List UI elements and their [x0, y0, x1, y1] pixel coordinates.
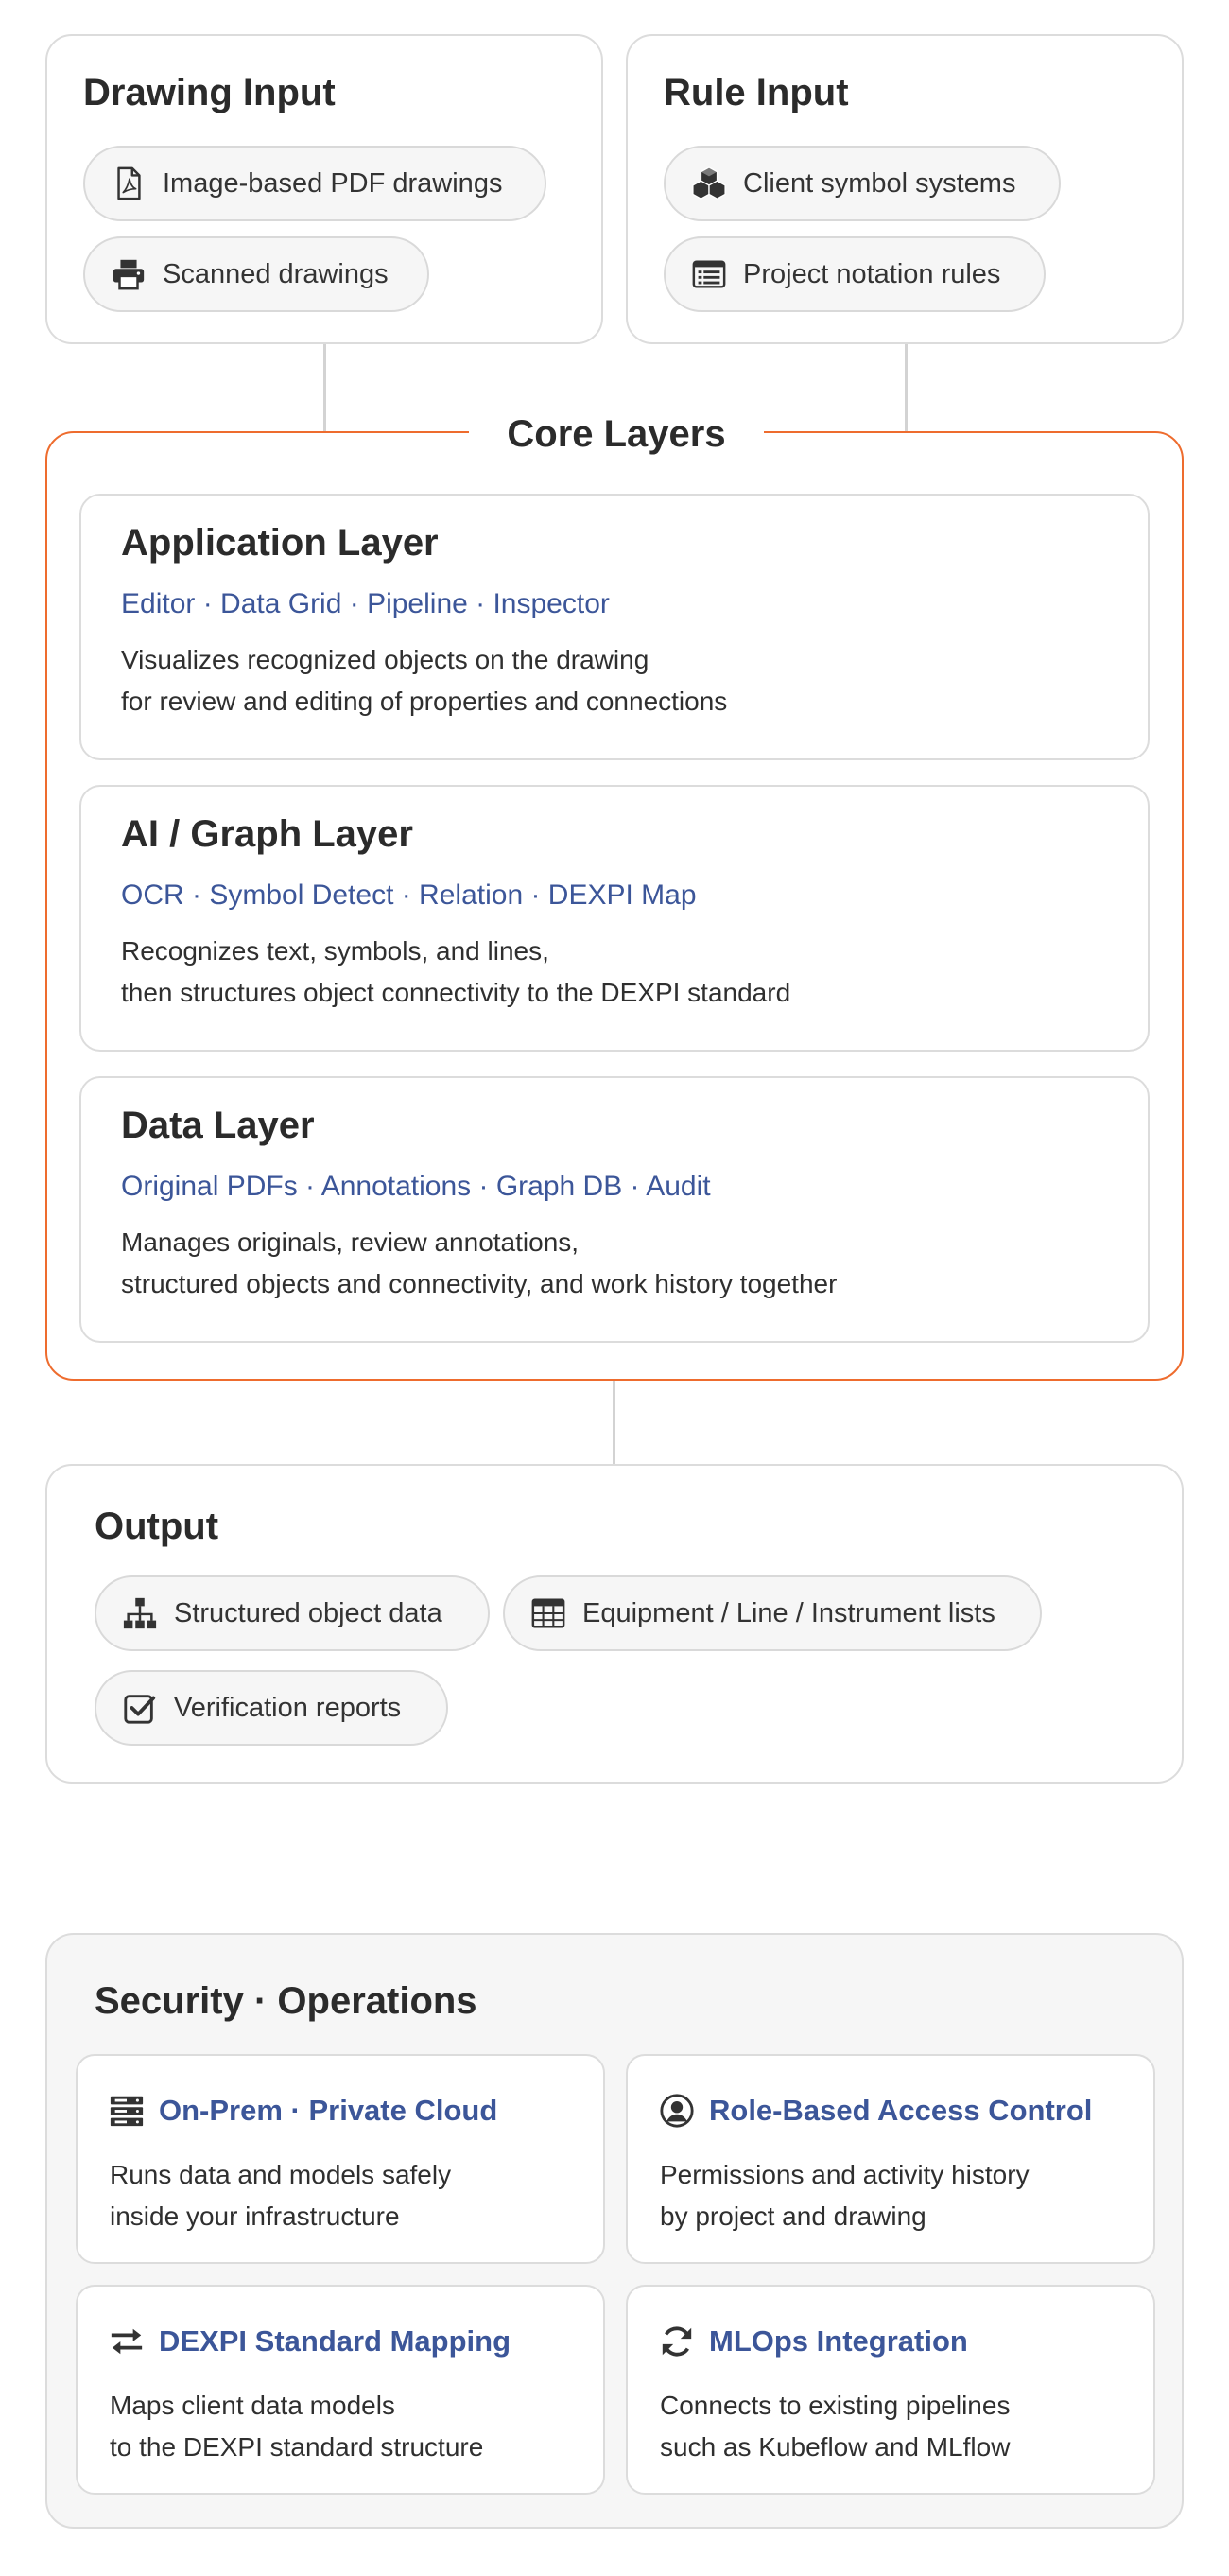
output-item-label: Equipment / Line / Instrument lists — [582, 1597, 995, 1628]
feature-header: DEXPI Standard Mapping — [108, 2323, 511, 2360]
data-layer-card: Data Layer Original PDFs · Annotations ·… — [79, 1076, 1150, 1343]
feature-description-line: Permissions and activity history — [660, 2160, 1030, 2189]
feature-description-line: Runs data and models safely — [110, 2160, 452, 2189]
output-item-verification-reports: Verification reports — [95, 1670, 448, 1746]
output-card: Output Structured object data Equipment … — [45, 1464, 1184, 1784]
output-item-lists: Equipment / Line / Instrument lists — [503, 1575, 1042, 1651]
feature-description: Connects to existing pipelines such as K… — [660, 2385, 1010, 2468]
ai-graph-layer-card: AI / Graph Layer OCR · Symbol Detect · R… — [79, 785, 1150, 1052]
drawing-input-title: Drawing Input — [83, 72, 336, 113]
layer-title: AI / Graph Layer — [121, 813, 413, 855]
sitemap-icon — [121, 1594, 159, 1632]
output-item-structured-data: Structured object data — [95, 1575, 490, 1651]
layer-description-line: then structures object connectivity to t… — [121, 978, 791, 1007]
core-layers-title: Core Layers — [469, 410, 764, 458]
layer-keywords: Editor · Data Grid · Pipeline · Inspecto… — [121, 588, 610, 619]
feature-header: MLOps Integration — [658, 2323, 968, 2360]
output-title: Output — [95, 1506, 219, 1547]
exchange-arrows-icon — [108, 2323, 146, 2360]
rule-item-symbol-systems: Client symbol systems — [664, 146, 1061, 221]
feature-description-line: Maps client data models — [110, 2391, 395, 2420]
printer-icon — [110, 255, 147, 293]
sync-icon — [658, 2323, 696, 2360]
feature-title: On-Prem · Private Cloud — [159, 2094, 498, 2127]
layer-title: Data Layer — [121, 1105, 315, 1146]
feature-description: Runs data and models safely inside your … — [110, 2154, 451, 2237]
layer-description-line: Manages originals, review annotations, — [121, 1227, 580, 1257]
cubes-icon — [690, 165, 728, 202]
layer-title: Application Layer — [121, 522, 439, 564]
rule-item-label: Project notation rules — [743, 258, 1001, 289]
input-item-pdf-drawings: Image-based PDF drawings — [83, 146, 546, 221]
pdf-file-icon — [110, 165, 147, 202]
layer-description-line: structured objects and connectivity, and… — [121, 1269, 838, 1298]
feature-mlops: MLOps Integration Connects to existing p… — [626, 2285, 1155, 2495]
input-item-scanned-drawings: Scanned drawings — [83, 236, 429, 312]
security-operations-panel: Security · Operations On-Prem · Private … — [45, 1933, 1184, 2529]
output-item-label: Structured object data — [174, 1597, 442, 1628]
layer-description-line: Visualizes recognized objects on the dra… — [121, 645, 649, 674]
feature-header: On-Prem · Private Cloud — [108, 2092, 497, 2130]
feature-description-line: by project and drawing — [660, 2202, 926, 2231]
feature-description-line: to the DEXPI standard structure — [110, 2432, 484, 2462]
layer-description: Visualizes recognized objects on the dra… — [121, 639, 727, 722]
output-item-label: Verification reports — [174, 1692, 402, 1723]
connector-core-to-output — [613, 1381, 615, 1464]
input-item-label: Scanned drawings — [163, 258, 389, 289]
layer-keywords: OCR · Symbol Detect · Relation · DEXPI M… — [121, 879, 697, 911]
user-circle-icon — [658, 2092, 696, 2130]
feature-title: Role-Based Access Control — [709, 2094, 1093, 2127]
security-title: Security · Operations — [95, 1980, 477, 2022]
rule-input-title: Rule Input — [664, 72, 849, 113]
list-window-icon — [690, 255, 728, 293]
feature-description: Permissions and activity history by proj… — [660, 2154, 1030, 2237]
checkbox-icon — [121, 1689, 159, 1727]
feature-dexpi-mapping: DEXPI Standard Mapping Maps client data … — [76, 2285, 605, 2495]
table-icon — [529, 1594, 567, 1632]
layer-description: Recognizes text, symbols, and lines, the… — [121, 931, 790, 1014]
feature-description: Maps client data models to the DEXPI sta… — [110, 2385, 483, 2468]
layer-description-line: for review and editing of properties and… — [121, 687, 728, 716]
feature-on-prem: On-Prem · Private Cloud Runs data and mo… — [76, 2054, 605, 2264]
feature-description-line: Connects to existing pipelines — [660, 2391, 1011, 2420]
application-layer-card: Application Layer Editor · Data Grid · P… — [79, 494, 1150, 760]
connector-drawing-to-core — [323, 344, 326, 431]
feature-title: DEXPI Standard Mapping — [159, 2324, 511, 2358]
rule-item-label: Client symbol systems — [743, 167, 1016, 199]
input-item-label: Image-based PDF drawings — [163, 167, 503, 199]
rule-input-card: Rule Input Client symbol systems Project… — [626, 34, 1184, 344]
server-icon — [108, 2092, 146, 2130]
feature-rbac: Role-Based Access Control Permissions an… — [626, 2054, 1155, 2264]
drawing-input-card: Drawing Input Image-based PDF drawings S… — [45, 34, 603, 344]
feature-header: Role-Based Access Control — [658, 2092, 1092, 2130]
layer-keywords: Original PDFs · Annotations · Graph DB ·… — [121, 1171, 711, 1202]
feature-title: MLOps Integration — [709, 2324, 968, 2358]
layer-description-line: Recognizes text, symbols, and lines, — [121, 936, 549, 966]
rule-item-notation-rules: Project notation rules — [664, 236, 1046, 312]
connector-rule-to-core — [905, 344, 908, 431]
feature-description-line: inside your infrastructure — [110, 2202, 400, 2231]
feature-description-line: such as Kubeflow and MLflow — [660, 2432, 1011, 2462]
layer-description: Manages originals, review annotations, s… — [121, 1222, 837, 1305]
